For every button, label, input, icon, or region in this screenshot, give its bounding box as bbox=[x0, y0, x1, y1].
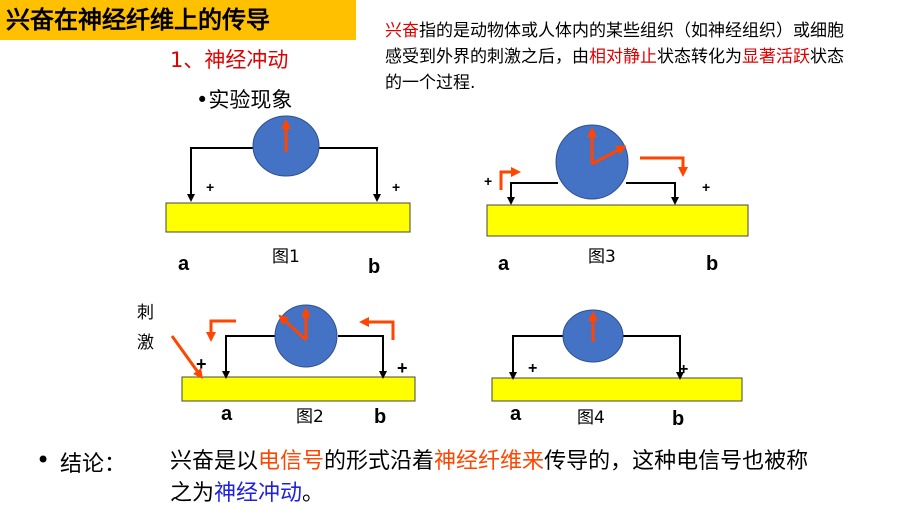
nerve-fiber-2 bbox=[181, 376, 416, 402]
caption-4: 图4 bbox=[577, 408, 605, 428]
conclusion-text: 兴奋是以电信号的形式沿着神经纤维来传导的，这种电信号也被称之为神经冲动。 bbox=[170, 446, 830, 510]
label-a-4: a bbox=[510, 403, 522, 425]
concl-nerve-fiber: 神经纤维来 bbox=[434, 449, 545, 474]
page-title: 兴奋在神经纤维上的传导 bbox=[0, 0, 356, 40]
current-arrow-2a bbox=[206, 319, 236, 342]
plus-a-4: + bbox=[528, 360, 537, 377]
figure-4: + + a b 图4 bbox=[491, 309, 743, 430]
current-arrow-3a bbox=[499, 167, 521, 190]
current-arrow-2b bbox=[359, 317, 395, 340]
def-text-1: 指的是动物体或人体内的某些组织（如神经组织）或细胞感受到外界的刺激之后，由 bbox=[385, 21, 844, 67]
nerve-fiber-3 bbox=[486, 204, 749, 237]
label-a-1: a bbox=[178, 253, 190, 275]
nerve-fiber-4 bbox=[491, 377, 743, 402]
concl-2: 的形式沿着 bbox=[324, 449, 435, 474]
experiment-bullet: •实验现象 bbox=[196, 88, 293, 112]
current-arrow-3b bbox=[640, 156, 688, 177]
label-a-3: a bbox=[498, 253, 510, 275]
excitation-definition: 兴奋指的是动物体或人体内的某些组织（如神经组织）或细胞感受到外界的刺激之后，由相… bbox=[385, 18, 855, 96]
figure-1: + + a b 图1 bbox=[165, 115, 411, 278]
label-b-3: b bbox=[706, 253, 718, 275]
plus-b-1: + bbox=[392, 179, 400, 195]
def-term: 兴奋 bbox=[385, 21, 419, 41]
conclusion-bullet: • bbox=[36, 446, 51, 474]
plus-b-3: + bbox=[702, 179, 710, 195]
plus-b-2: + bbox=[397, 358, 408, 378]
def-text-3: 状态的一个过程. bbox=[385, 47, 844, 93]
plus-b-4: + bbox=[679, 361, 688, 378]
concl-1: 兴奋是以 bbox=[170, 449, 259, 474]
stimulus-arrow bbox=[170, 335, 203, 380]
stimulus-label-1: 刺 bbox=[137, 303, 154, 323]
caption-1: 图1 bbox=[272, 247, 300, 267]
def-term-active: 显著活跃 bbox=[742, 47, 810, 67]
label-b-2: b bbox=[374, 406, 386, 428]
wire-1 bbox=[190, 147, 378, 195]
concl-3: 传导的，这种电信号也被称之为 bbox=[170, 449, 809, 506]
plus-a-2: + bbox=[196, 354, 207, 374]
label-a-2: a bbox=[221, 403, 233, 425]
concl-electric-signal: 电信号 bbox=[258, 449, 325, 474]
section-heading: 1、神经冲动 bbox=[170, 48, 289, 72]
def-term-relative-rest: 相对静止 bbox=[589, 47, 657, 67]
plus-a-3: + bbox=[484, 173, 492, 189]
label-b-4: b bbox=[672, 408, 684, 430]
label-b-1: b bbox=[368, 256, 380, 278]
def-text-2: 状态转化为 bbox=[657, 47, 742, 67]
needle-3-right bbox=[591, 145, 627, 166]
figure-2: 刺 激 + + a b 图2 bbox=[137, 303, 416, 428]
plus-a-1: + bbox=[206, 179, 214, 195]
needle-2-left bbox=[278, 314, 308, 342]
conclusion-label: 结论： bbox=[60, 452, 127, 477]
caption-2: 图2 bbox=[296, 407, 324, 427]
figure-3: + + a b 图3 bbox=[484, 124, 749, 275]
stimulus-label-2: 激 bbox=[137, 333, 154, 353]
nerve-fiber-1 bbox=[165, 202, 411, 233]
concl-4: 。 bbox=[302, 481, 325, 506]
concl-nerve-impulse: 神经冲动 bbox=[214, 481, 303, 506]
caption-3: 图3 bbox=[588, 247, 616, 267]
